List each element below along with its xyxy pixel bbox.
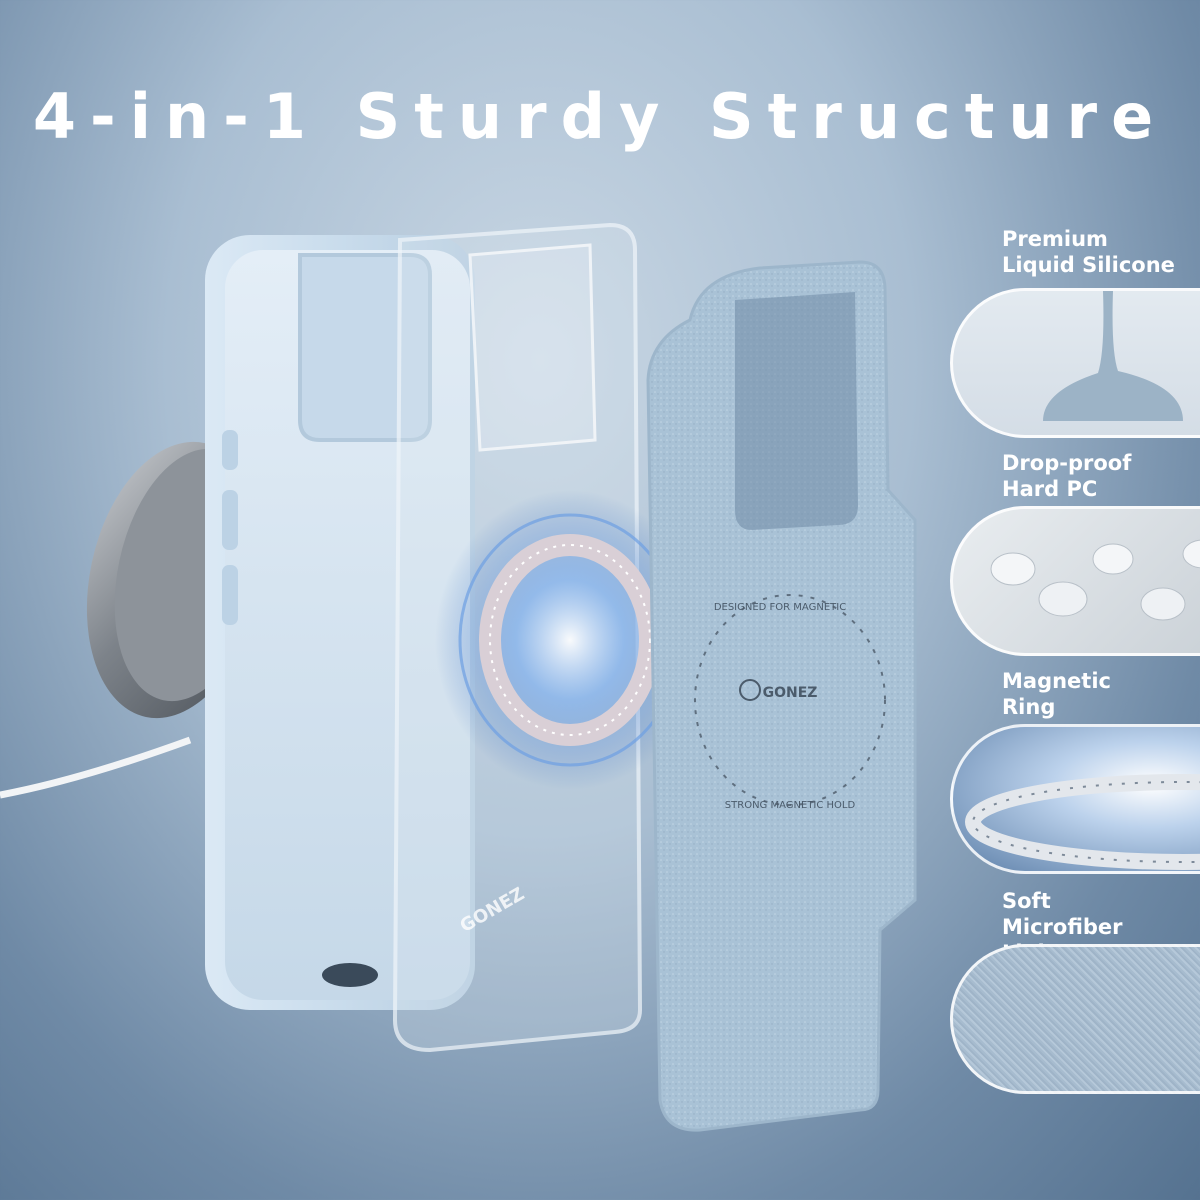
- lining-ring-bottom-text: STRONG MAGNETIC HOLD: [725, 800, 856, 811]
- feature-line1: Magnetic: [1002, 669, 1111, 693]
- feature-label-silicone: Premium Liquid Silicone: [1002, 226, 1175, 278]
- lining-brand-logo: GONEZ: [763, 685, 818, 701]
- feature-line1: Premium: [1002, 227, 1108, 251]
- magnetic-ring: [435, 490, 705, 790]
- hard-pc-swatch: [950, 506, 1200, 656]
- silicone-case: [205, 235, 475, 1010]
- silicone-drip-icon: [1043, 291, 1183, 421]
- feature-line1: Soft: [1002, 889, 1051, 913]
- ring-segment-icon: [965, 774, 1200, 870]
- feature-line2: Ring: [1002, 695, 1056, 719]
- feature-label-ring: Magnetic Ring: [1002, 668, 1111, 720]
- microfiber-lining: [646, 260, 917, 1132]
- feature-line2: Liquid Silicone: [1002, 253, 1175, 277]
- page-title: 4-in-1 Sturdy Structure: [32, 80, 1168, 153]
- microfiber-swatch: [950, 944, 1200, 1094]
- magnetic-ring-swatch: [950, 724, 1200, 874]
- pc-pellets-icon: [990, 539, 1200, 621]
- liquid-silicone-swatch: [950, 288, 1200, 438]
- feature-label-pc: Drop-proof Hard PC: [1002, 450, 1131, 502]
- feature-line1: Drop-proof: [1002, 451, 1132, 475]
- feature-line2: Hard PC: [1002, 477, 1098, 501]
- lining-ring-top-text: DESIGNED FOR MAGNETIC: [714, 602, 846, 613]
